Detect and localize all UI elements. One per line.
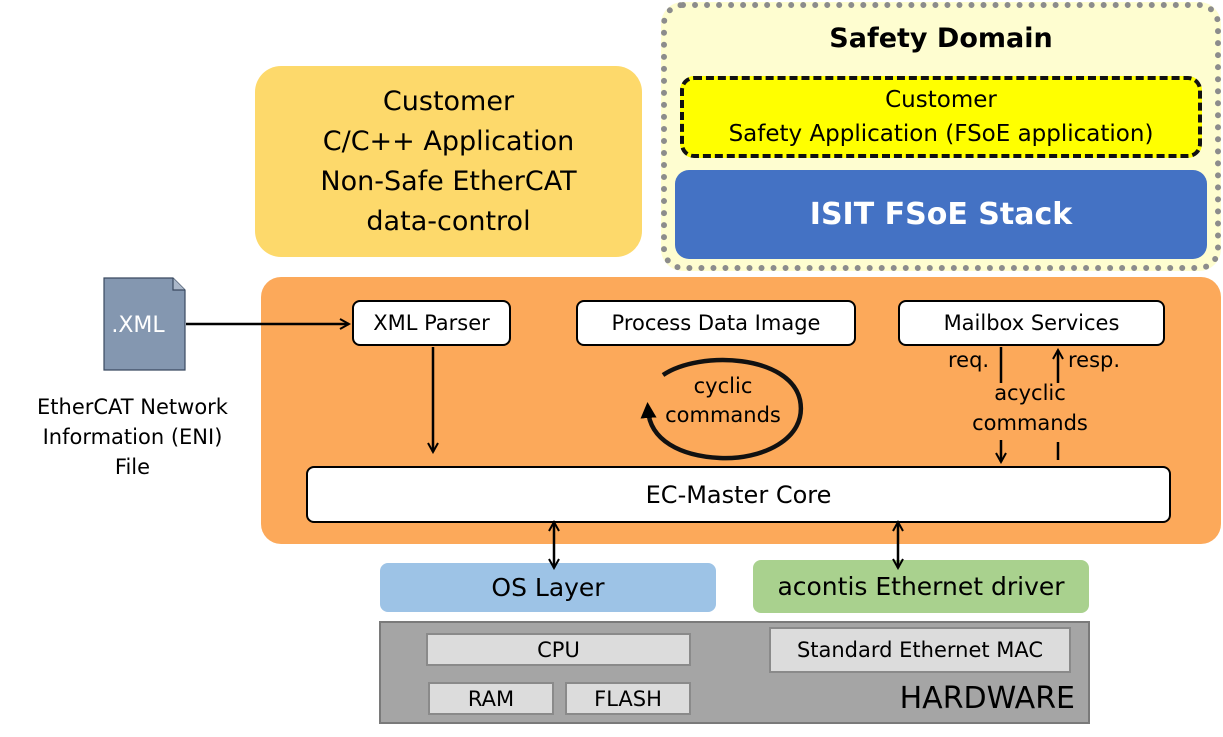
acyclic-line-2: commands xyxy=(972,411,1088,435)
ec-master-core-block: EC-Master Core xyxy=(306,466,1171,523)
xml-file-label: .XML xyxy=(111,312,165,338)
safety-domain-title: Safety Domain xyxy=(829,22,1053,54)
eni-file-caption: EtherCAT Network Information (ENI) File xyxy=(20,392,245,482)
xml-parser-block: XML Parser xyxy=(352,300,511,346)
xml-file-icon xyxy=(103,277,186,371)
ram-block: RAM xyxy=(428,682,554,715)
customer-app-line-1: Customer xyxy=(382,85,515,117)
os-layer-block: OS Layer xyxy=(380,563,716,612)
customer-app-line-3: Non-Safe EtherCAT xyxy=(320,165,577,197)
acyclic-commands-label: acyclic commands xyxy=(960,378,1100,438)
req-label: req. xyxy=(948,348,990,372)
cyclic-line-1: cyclic xyxy=(693,374,753,398)
customer-application-block: Customer C/C++ Application Non-Safe Ethe… xyxy=(255,66,642,257)
cyclic-line-2: commands xyxy=(665,403,781,427)
customer-safety-application-block: Customer Safety Application (FSoE applic… xyxy=(680,76,1202,158)
cpu-block: CPU xyxy=(426,633,691,666)
acyclic-line-1: acyclic xyxy=(994,381,1066,405)
eni-caption-line-3: File xyxy=(114,455,151,479)
safety-app-line-2: Safety Application (FSoE application) xyxy=(728,121,1154,147)
ethernet-mac-block: Standard Ethernet MAC xyxy=(769,627,1071,673)
cyclic-loop-arrow xyxy=(640,357,804,461)
cyclic-commands-label: cyclic commands xyxy=(663,372,783,430)
eni-caption-line-1: EtherCAT Network xyxy=(37,395,228,419)
customer-app-line-4: data-control xyxy=(366,205,531,237)
process-data-image-block: Process Data Image xyxy=(576,300,856,346)
ethernet-driver-block: acontis Ethernet driver xyxy=(753,560,1089,613)
mailbox-services-block: Mailbox Services xyxy=(898,300,1165,346)
customer-app-line-2: C/C++ Application xyxy=(322,125,575,157)
safety-app-line-1: Customer xyxy=(885,87,997,113)
eni-caption-line-2: Information (ENI) xyxy=(42,425,223,449)
resp-label: resp. xyxy=(1068,348,1121,372)
hardware-label: HARDWARE xyxy=(899,680,1075,716)
flash-block: FLASH xyxy=(565,682,691,715)
fsoe-stack-block: ISIT FSoE Stack xyxy=(675,170,1207,259)
